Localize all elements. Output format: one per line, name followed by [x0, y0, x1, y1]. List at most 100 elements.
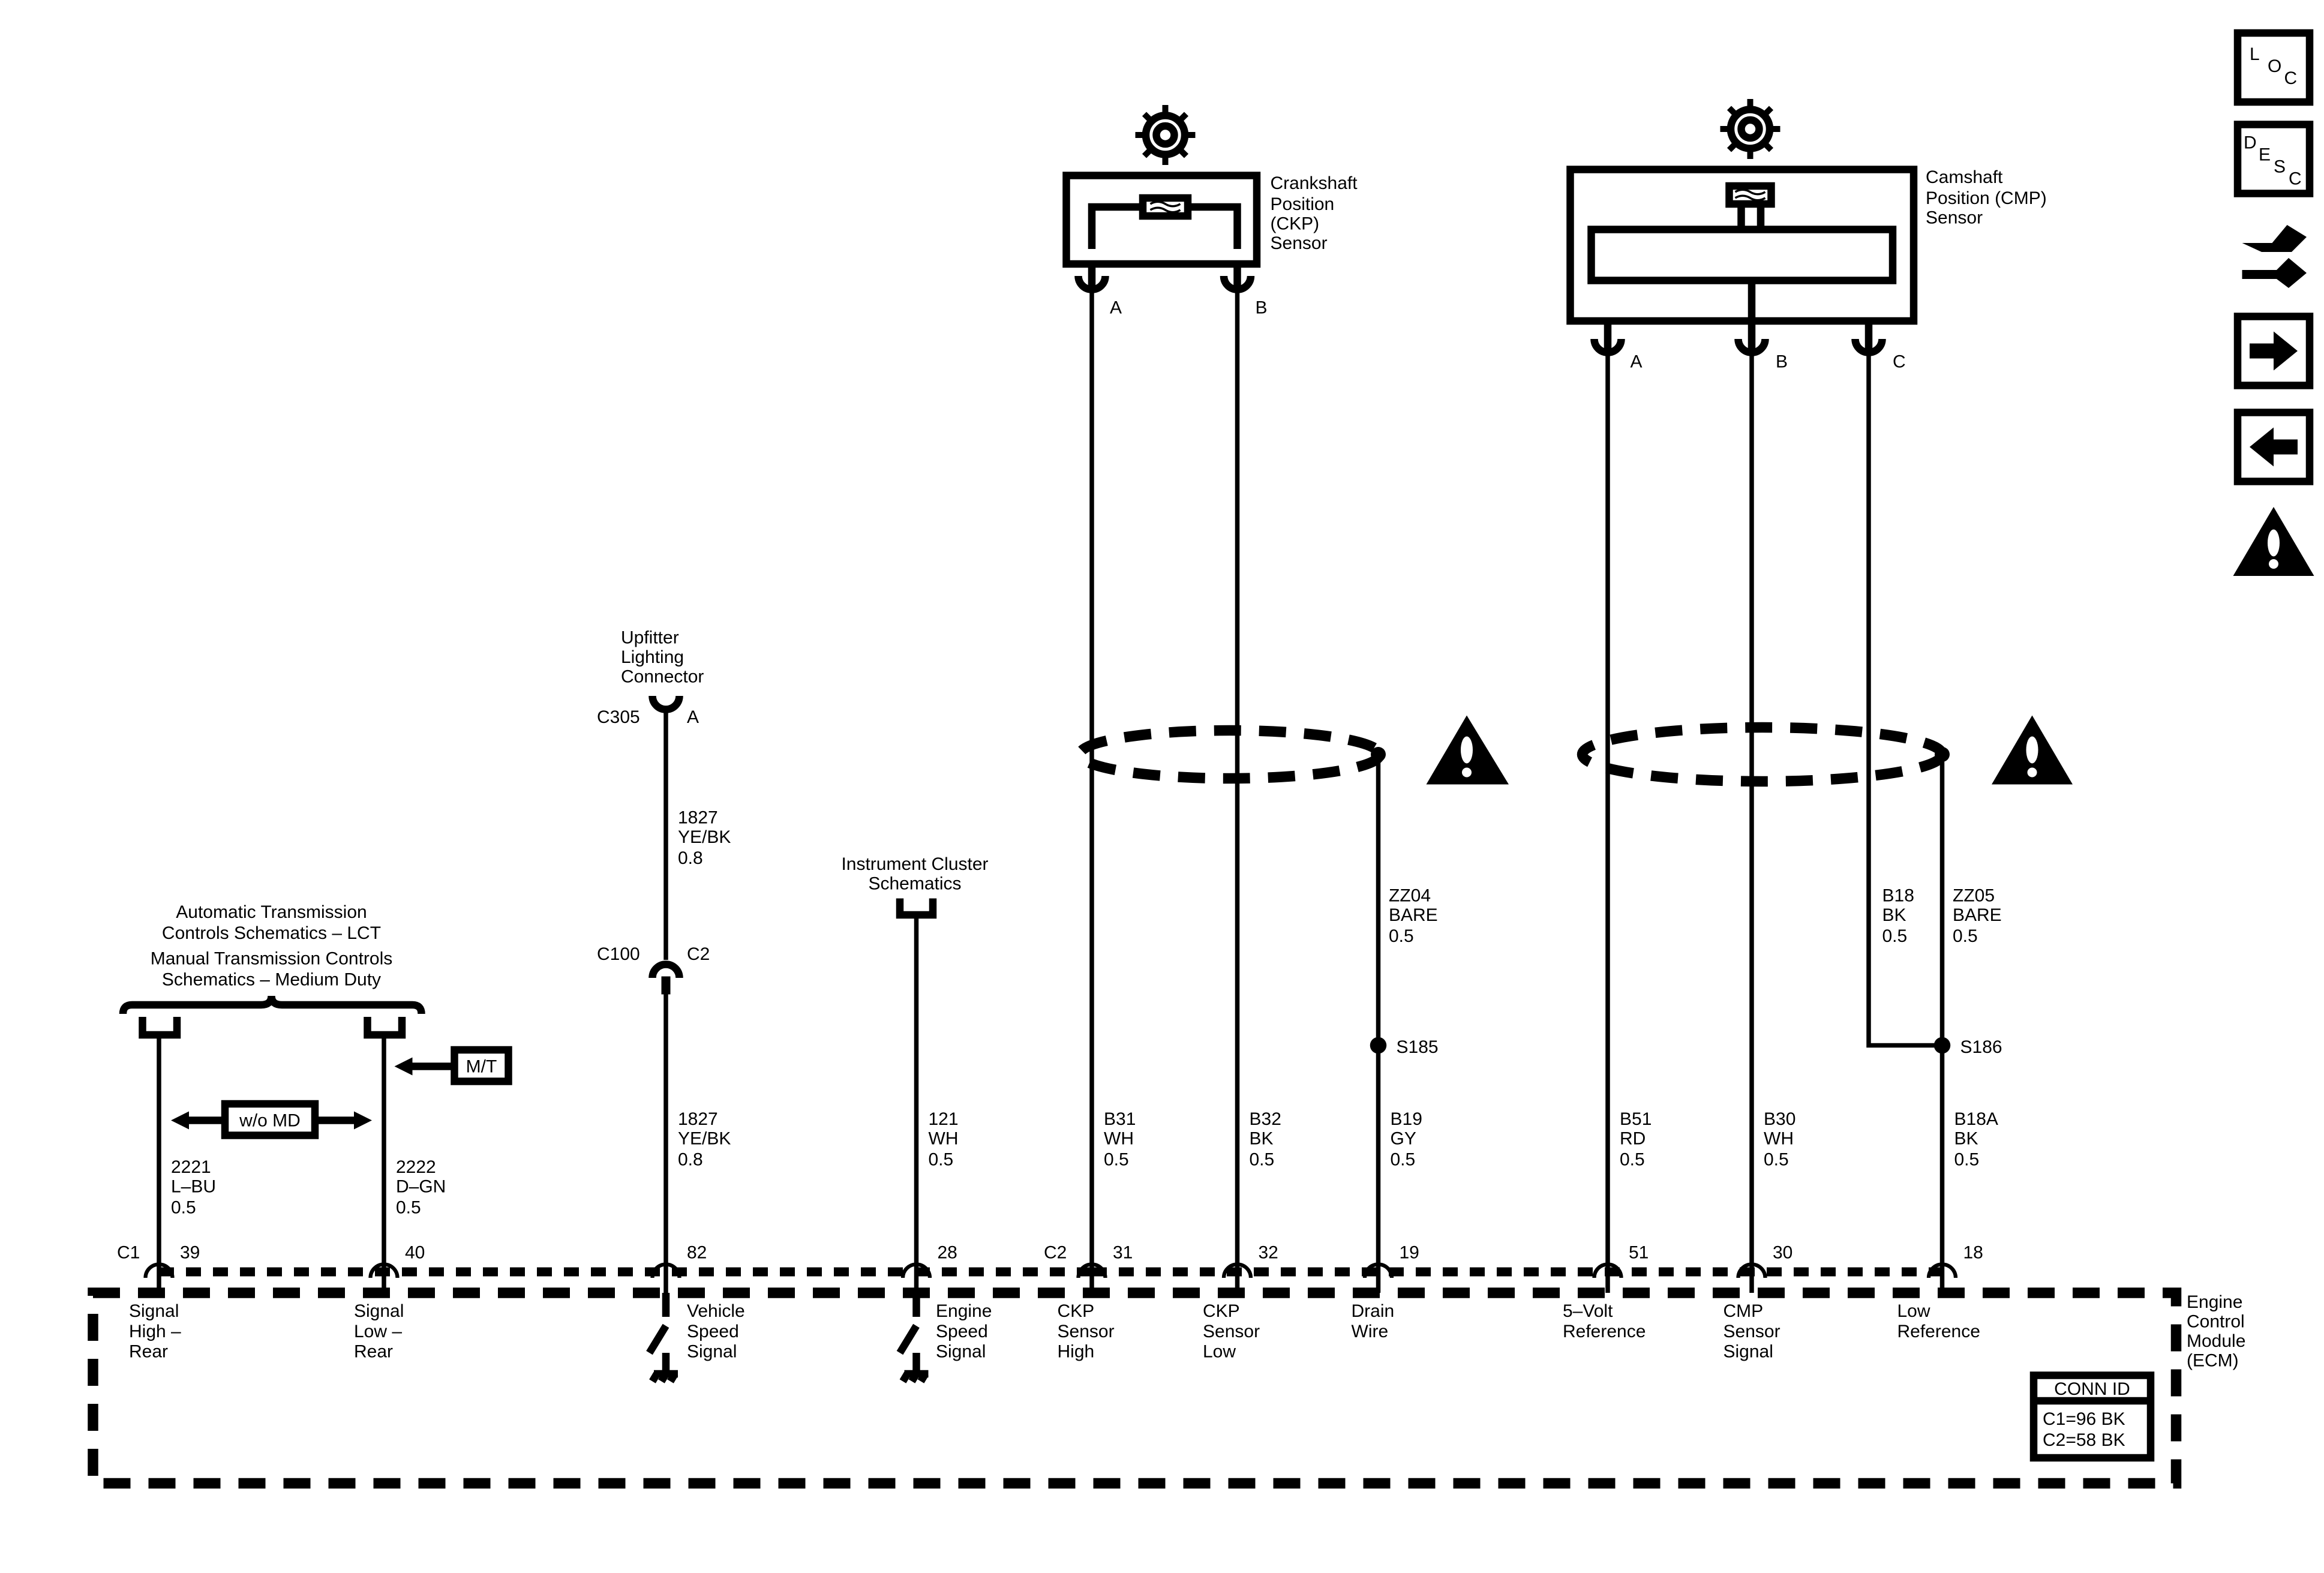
svg-text:A: A	[687, 707, 699, 727]
ecm-pin-number: 40	[405, 1243, 425, 1263]
wire-color-label: L–BU	[171, 1177, 216, 1197]
svg-text:Module: Module	[2187, 1331, 2245, 1351]
svg-text:B18: B18	[1882, 886, 1914, 906]
svg-text:1827: 1827	[678, 808, 718, 828]
wire-size-label: 0.5	[1620, 1150, 1645, 1170]
ecm-pin-number: 39	[180, 1243, 200, 1263]
ecm-function-label: Rear	[354, 1342, 393, 1362]
wire-circuit-label: 1827	[678, 1109, 718, 1129]
ecm-pin-number: 32	[1259, 1243, 1278, 1263]
svg-text:E: E	[2259, 145, 2271, 164]
ecm-function-label: Signal	[354, 1301, 404, 1321]
loc-button[interactable]: L O C	[2233, 29, 2314, 106]
wire-size-label: 0.5	[1391, 1150, 1416, 1170]
ckp-pin-b: B	[1256, 298, 1268, 318]
svg-text:Control: Control	[2187, 1312, 2245, 1332]
svg-text:BARE: BARE	[1953, 905, 2002, 925]
svg-text:Manual Transmission Controls: Manual Transmission Controls	[151, 949, 393, 969]
ecm-function-label: Reference	[1563, 1322, 1646, 1341]
ecm-function-label: Drain	[1352, 1301, 1395, 1321]
svg-text:0.5: 0.5	[1953, 926, 1978, 946]
svg-text:Connector: Connector	[621, 667, 704, 687]
svg-text:Crankshaft: Crankshaft	[1271, 173, 1358, 193]
wire-circuit-label: B30	[1764, 1109, 1795, 1129]
cmp-shield	[1577, 722, 1950, 787]
c100-connector: C100 C2	[597, 944, 710, 995]
svg-text:(CKP): (CKP)	[1271, 214, 1320, 234]
instrument-cluster-reference[interactable]: Instrument Cluster Schematics	[841, 854, 989, 919]
svg-text:Camshaft: Camshaft	[1926, 167, 2003, 187]
wire-circuit-label: 2221	[171, 1157, 211, 1177]
svg-text:Position: Position	[1271, 194, 1335, 214]
ecm-pin-number: 18	[1963, 1243, 1983, 1263]
svg-text:Engine: Engine	[2187, 1292, 2242, 1312]
svg-text:C1=96 BK: C1=96 BK	[2043, 1409, 2125, 1429]
zz05-wire-label: ZZ05 BARE 0.5	[1953, 886, 2002, 947]
svg-text:0.5: 0.5	[1389, 926, 1414, 946]
mt-option: M/T	[394, 1046, 512, 1085]
svg-text:0.8: 0.8	[678, 848, 703, 868]
transmission-reference[interactable]: Automatic Transmission Controls Schemati…	[119, 902, 425, 1039]
svg-text:Schematics: Schematics	[868, 874, 961, 894]
ecm-function-label: Wire	[1352, 1322, 1389, 1341]
ecm-function-label: Low	[1897, 1301, 1930, 1321]
wire-circuit-label: B31	[1104, 1109, 1136, 1129]
ecm-function-label: Low	[1203, 1342, 1236, 1362]
wire-color-label: WH	[929, 1129, 959, 1149]
svg-text:S186: S186	[1960, 1037, 2002, 1057]
svg-text:Controls Schematics – LCT: Controls Schematics – LCT	[162, 923, 381, 943]
ecm-function-label: Speed	[936, 1322, 988, 1341]
wire-size-label: 0.5	[396, 1198, 421, 1218]
wire-size-label: 0.5	[1764, 1150, 1789, 1170]
svg-text:C2: C2	[687, 944, 710, 964]
wire-color-label: WH	[1764, 1129, 1794, 1149]
warning-icon[interactable]	[2233, 506, 2314, 576]
wo-md-option: w/o MD	[171, 1100, 373, 1139]
svg-text:C100: C100	[597, 944, 640, 964]
svg-text:Automatic Transmission: Automatic Transmission	[176, 902, 367, 922]
ecm-pin-number: 82	[687, 1243, 707, 1263]
ckp-name-label: Crankshaft Position (CKP) Sensor	[1271, 173, 1358, 253]
ground-icon	[896, 1292, 929, 1383]
conn-id-table: CONN ID C1=96 BK C2=58 BK	[2029, 1371, 2155, 1462]
ecm-function-label: CKP	[1203, 1301, 1240, 1321]
svg-text:C305: C305	[597, 707, 640, 727]
svg-text:C: C	[2289, 169, 2302, 188]
previous-arrow-button[interactable]	[2233, 409, 2314, 485]
ecm-pin-number: 19	[1400, 1243, 1419, 1263]
ecm-function-label: Sensor	[1203, 1322, 1260, 1341]
ecm-module: Engine Control Module (ECM) CONN ID C1=9…	[88, 1287, 2245, 1489]
upfitter-connector: Upfitter Lighting Connector C305 A	[597, 628, 704, 728]
wire-color-label: GY	[1391, 1129, 1416, 1149]
ecm-pin-number: 31	[1113, 1243, 1133, 1263]
wire-color-label: D–GN	[396, 1177, 446, 1197]
wire-circuit-label: B19	[1391, 1109, 1422, 1129]
desc-button[interactable]: D E S C	[2233, 121, 2314, 197]
connector-swap-icon[interactable]	[2242, 224, 2307, 288]
wire-circuit-label: B51	[1620, 1109, 1652, 1129]
upfitter-wire-label: 1827 YE/BK 0.8	[678, 808, 731, 869]
svg-text:C1: C1	[117, 1243, 140, 1263]
ecm-function-label: Speed	[687, 1322, 739, 1341]
wire-color-label: RD	[1620, 1129, 1646, 1149]
svg-text:ZZ04: ZZ04	[1389, 886, 1431, 906]
ground-icon	[646, 1292, 678, 1383]
svg-text:Upfitter: Upfitter	[621, 628, 679, 648]
ecm-function-label: Low –	[354, 1322, 402, 1341]
next-arrow-button[interactable]	[2233, 313, 2314, 389]
svg-text:C: C	[2284, 68, 2298, 88]
ecm-function-label: Engine	[936, 1301, 992, 1321]
ecm-name-label: Engine Control Module (ECM)	[2187, 1292, 2245, 1371]
ckp-sensor: Crankshaft Position (CKP) Sensor A B	[1062, 104, 1358, 318]
ecm-function-label: CMP	[1724, 1301, 1764, 1321]
cmp-pin-a: A	[1631, 352, 1643, 372]
b18-wire-label: B18 BK 0.5	[1882, 886, 1914, 947]
svg-text:Schematics – Medium Duty: Schematics – Medium Duty	[162, 970, 381, 990]
cmp-pin-b: B	[1776, 352, 1788, 372]
gear-icon	[1135, 104, 1196, 165]
cmp-sensor: Camshaft Position (CMP) Sensor A B C	[1566, 98, 2047, 372]
ecm-function-label: High	[1058, 1342, 1095, 1362]
ecm-pin-number: 51	[1629, 1243, 1649, 1263]
